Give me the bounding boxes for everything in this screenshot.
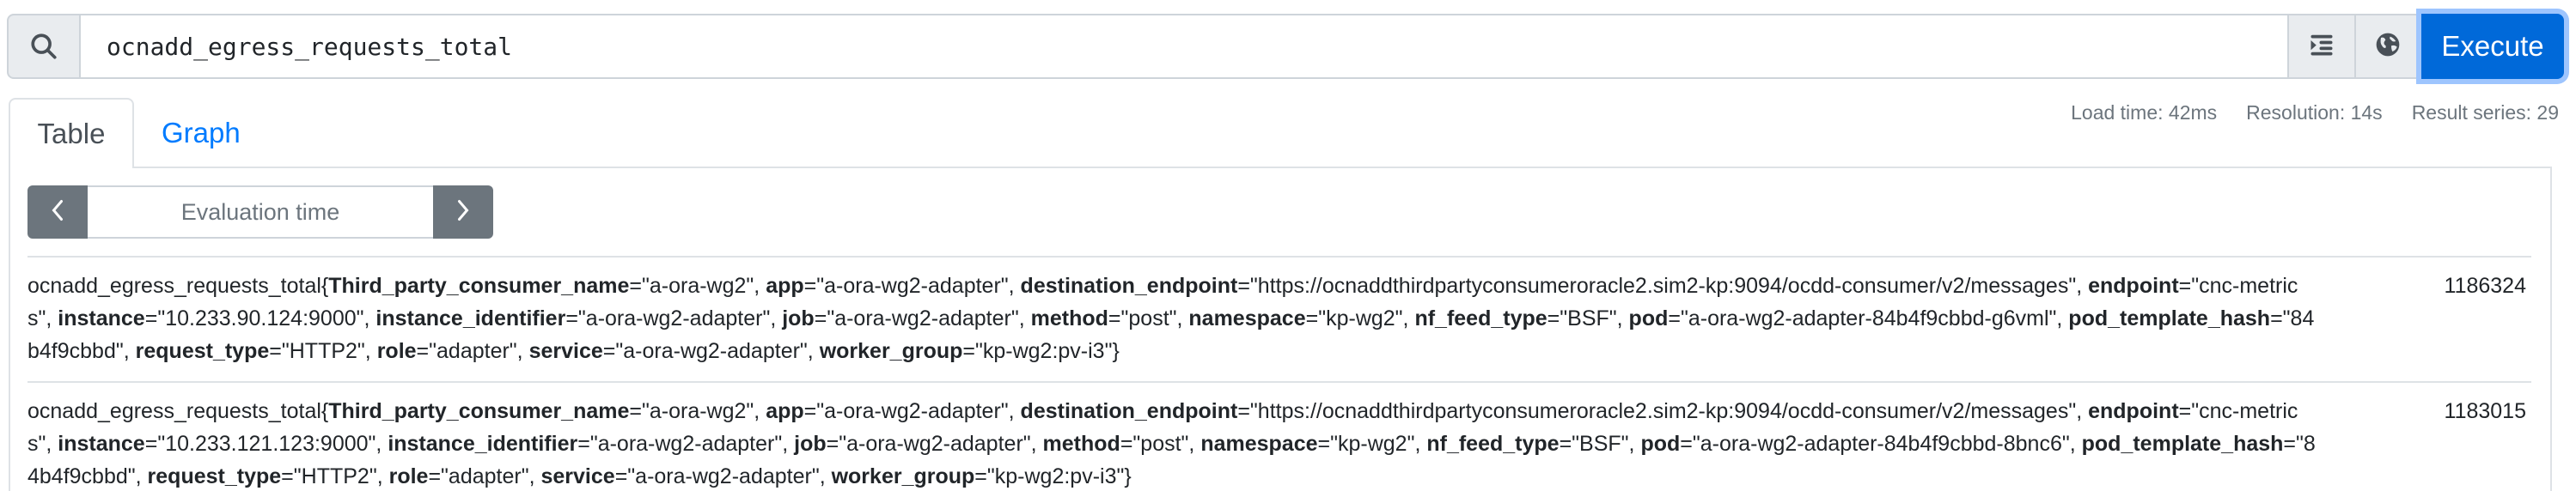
chevron-left-icon (48, 197, 67, 227)
label-key: endpoint (2088, 274, 2179, 298)
result-series: Result series: 29 (2411, 101, 2559, 124)
label-key: namespace (1200, 432, 1318, 456)
label-key: app (766, 274, 804, 298)
next-time-button[interactable] (433, 185, 493, 239)
resolution: Resolution: 14s (2246, 101, 2383, 124)
label-key: request_type (135, 339, 270, 363)
label-key: service (540, 464, 615, 488)
evaluation-time-input[interactable]: Evaluation time (88, 185, 433, 239)
label-key: Third_party_consumer_name (328, 399, 630, 423)
previous-time-button[interactable] (27, 185, 88, 239)
series-labels: ocnadd_egress_requests_total{Third_party… (27, 274, 2315, 363)
label-key: pod_template_hash (2081, 432, 2284, 456)
load-time: Load time: 42ms (2071, 101, 2218, 124)
label-key: worker_group (831, 464, 975, 488)
format-expression-button[interactable] (2287, 14, 2354, 79)
label-key: job (782, 306, 815, 330)
tab-table[interactable]: Table (9, 98, 134, 168)
format-indent-icon (2309, 32, 2335, 62)
label-key: nf_feed_type (1414, 306, 1547, 330)
series-value: 1186324 (2444, 274, 2526, 298)
label-key: app (766, 399, 804, 423)
label-key: method (1030, 306, 1108, 330)
search-icon (7, 14, 81, 79)
label-key: endpoint (2088, 399, 2179, 423)
label-key: instance_identifier (375, 306, 566, 330)
label-key: role (376, 339, 417, 363)
label-key: Third_party_consumer_name (328, 274, 630, 298)
label-key: role (388, 464, 429, 488)
query-input[interactable]: ocnadd_egress_requests_total (81, 14, 2287, 79)
result-tabs: Table Graph (9, 98, 266, 168)
globe-icon (2374, 31, 2402, 63)
table-row: ocnadd_egress_requests_total{Third_party… (27, 381, 2531, 491)
execute-button[interactable]: Execute (2421, 14, 2564, 79)
label-key: pod_template_hash (2068, 306, 2271, 330)
label-key: destination_endpoint (1020, 399, 1238, 423)
table-row: ocnadd_egress_requests_total{Third_party… (27, 256, 2531, 381)
label-key: instance (58, 432, 145, 456)
query-stats: Load time: 42ms Resolution: 14s Result s… (2071, 101, 2559, 124)
label-key: job (794, 432, 827, 456)
label-key: instance_identifier (388, 432, 578, 456)
tab-panel-divider (132, 167, 2552, 168)
label-key: destination_endpoint (1020, 274, 1238, 298)
results-table: ocnadd_egress_requests_total{Third_party… (27, 256, 2531, 491)
label-key: worker_group (819, 339, 963, 363)
label-key: service (528, 339, 603, 363)
evaluation-time-control: Evaluation time (27, 185, 493, 239)
label-key: instance (58, 306, 145, 330)
label-key: pod (1640, 432, 1681, 456)
tab-graph[interactable]: Graph (162, 117, 241, 149)
label-key: method (1042, 432, 1120, 456)
label-key: pod (1628, 306, 1669, 330)
chevron-right-icon (454, 197, 473, 227)
query-bar: ocnadd_egress_requests_total Execute (7, 14, 2569, 79)
label-key: request_type (147, 464, 282, 488)
series-labels: ocnadd_egress_requests_total{Third_party… (27, 399, 2316, 488)
metrics-explorer-button[interactable] (2354, 14, 2421, 79)
table-panel (9, 167, 2552, 491)
series-value: 1183015 (2444, 399, 2526, 423)
label-key: namespace (1188, 306, 1306, 330)
label-key: nf_feed_type (1426, 432, 1560, 456)
